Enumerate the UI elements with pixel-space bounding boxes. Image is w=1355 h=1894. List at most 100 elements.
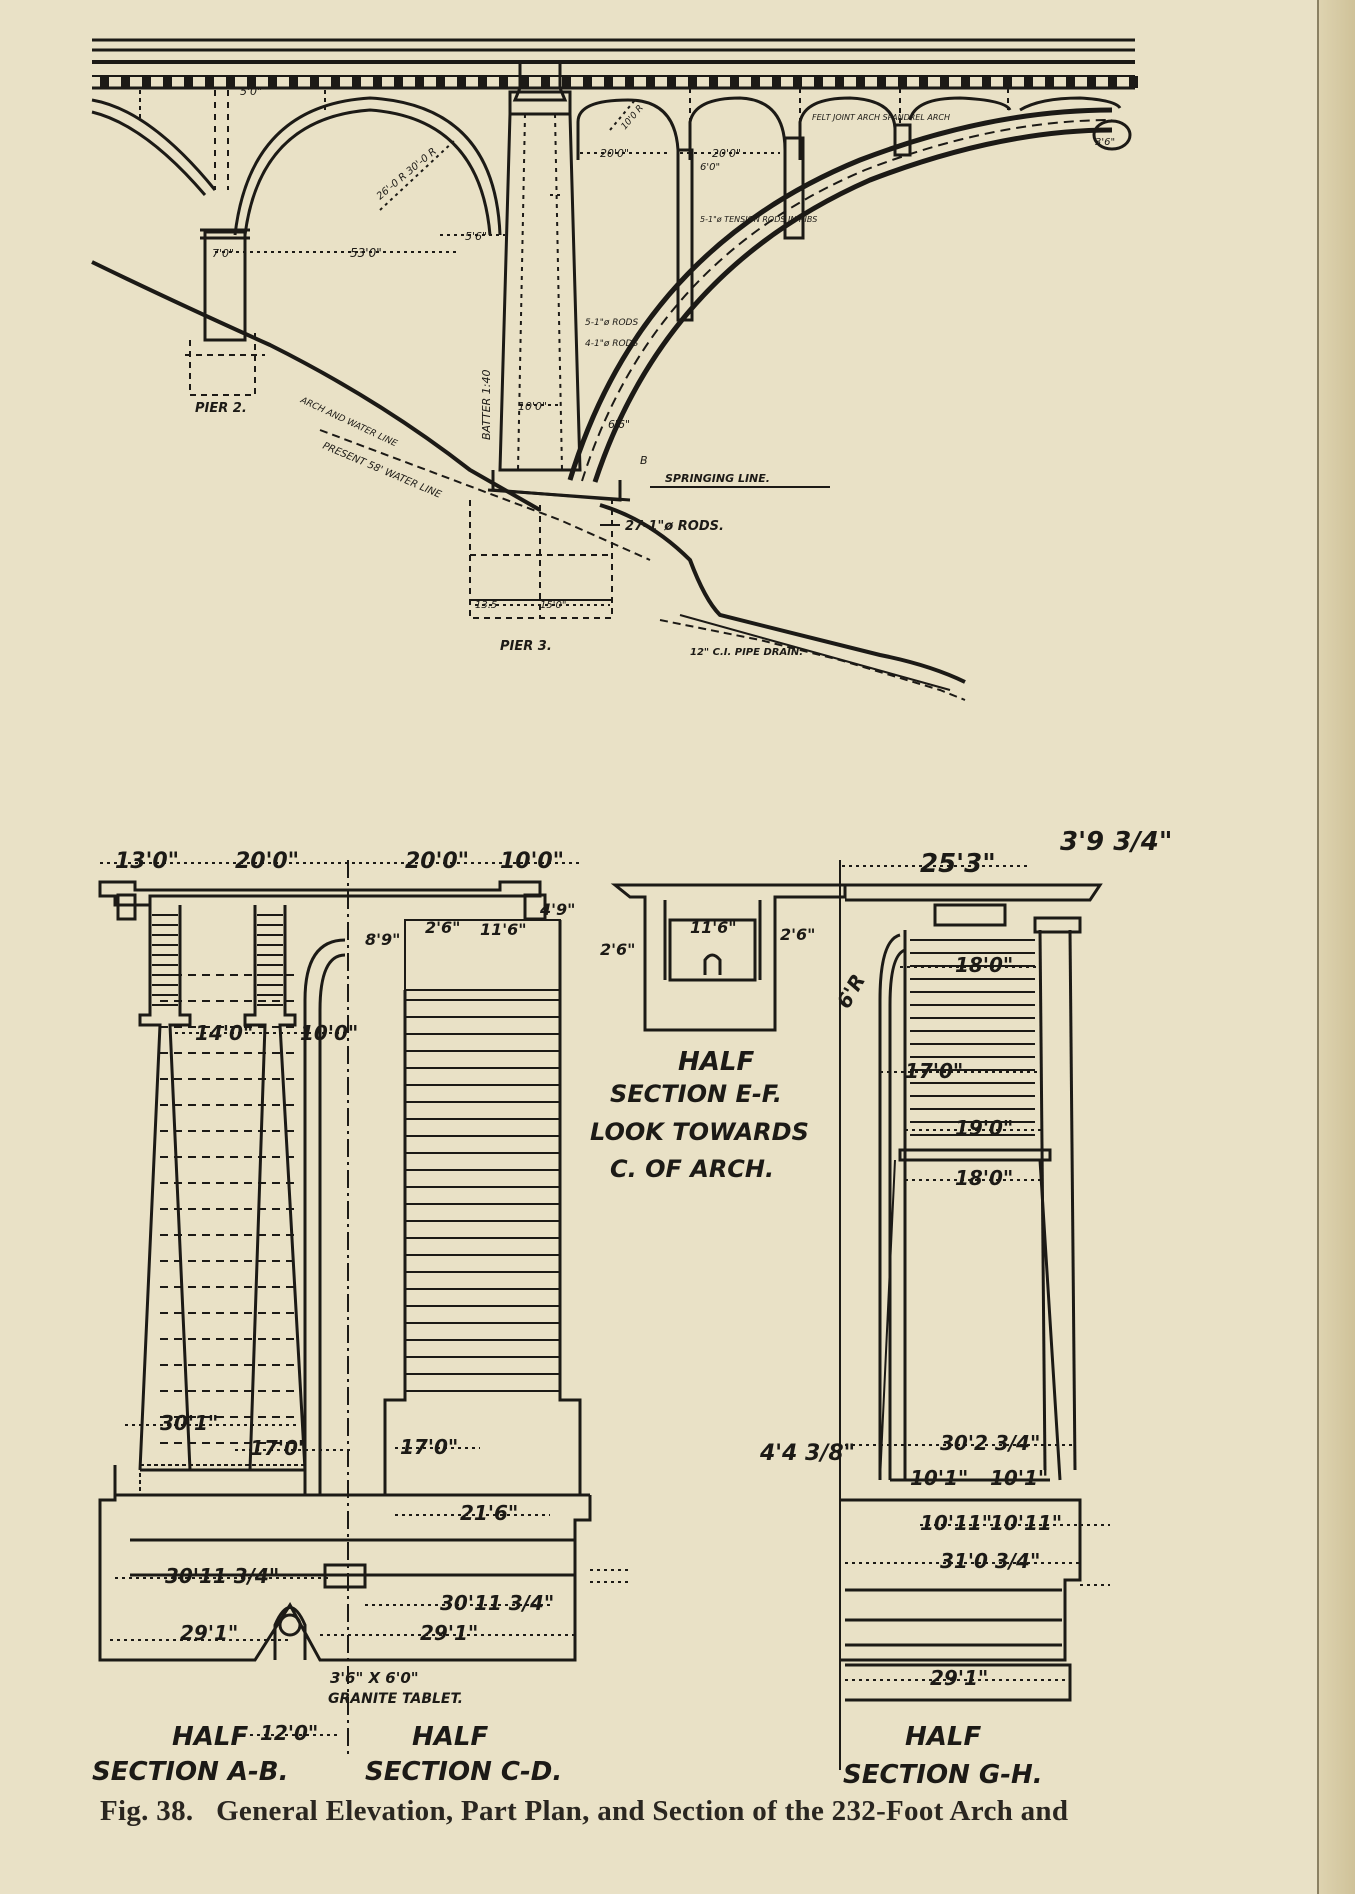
deck-parapet (92, 38, 1135, 90)
top-dim-left: 20'0" (405, 849, 469, 874)
ef-dim: 8'9" (365, 930, 401, 949)
ef-dim: 4'9" (539, 900, 576, 919)
dentil (919, 76, 928, 88)
dentil (121, 76, 130, 88)
cornice-dentils (100, 76, 1138, 88)
half-cd-2: SECTION C-D. (365, 1757, 562, 1787)
top-dim-right: 3'9 3/4" (1060, 827, 1172, 857)
ef-dim: 2'6" (425, 918, 461, 937)
dentil (100, 76, 109, 88)
dentil (415, 76, 424, 88)
inner-dim: 17'0" (905, 1059, 963, 1083)
right-lower-dim: 10'11" (920, 1511, 992, 1535)
ef-dim: 2'6" (600, 940, 636, 959)
dentil (520, 76, 529, 88)
dim-10: 10'0" (518, 400, 547, 413)
inner-dim: 18'0" (955, 1166, 1013, 1190)
pier2-label: PIER 2. (195, 401, 247, 416)
dentil (247, 76, 256, 88)
rods-a-label: 5-1"ø RODS (585, 318, 638, 328)
dentil (457, 76, 466, 88)
dentil (142, 76, 151, 88)
lower-dim: 30'11 3/4" (165, 1564, 279, 1588)
top-dim-left: 20'0" (235, 849, 299, 874)
dim-135: 13.5 (475, 600, 497, 611)
dim-6: 6'0" (700, 162, 720, 173)
dashed-courses (160, 974, 300, 1444)
half-cd-1: HALF (412, 1722, 488, 1752)
inner-dim: 6'R (832, 970, 871, 1013)
section-ab-cd (98, 860, 592, 1755)
dentil (709, 76, 718, 88)
dentil (205, 76, 214, 88)
dentil (1003, 76, 1012, 88)
dentil (730, 76, 739, 88)
lower-dim: 30'1" (160, 1411, 218, 1435)
inner-dim: 14'0" (195, 1021, 253, 1045)
dentil (1129, 76, 1138, 88)
dentil (667, 76, 676, 88)
dentil (331, 76, 340, 88)
dim-5-6: 5'6" (465, 230, 487, 243)
ground-line (91, 260, 541, 512)
dentil (772, 76, 781, 88)
book-edge (1317, 0, 1355, 1894)
masonry-courses (405, 999, 560, 1392)
dentil (982, 76, 991, 88)
rods-27-label: 27-1"ø RODS. (625, 519, 724, 534)
half-ab-2: SECTION A-B. (92, 1757, 289, 1787)
dentil (751, 76, 760, 88)
dentil (436, 76, 445, 88)
dentil (163, 76, 172, 88)
dentil (499, 76, 508, 88)
lower-dim: 17'0" (400, 1435, 458, 1459)
lower-dim: 30'11 3/4" (440, 1591, 554, 1615)
section-gh (839, 860, 1103, 1770)
dim-10r: 10'0 R (620, 103, 646, 131)
dentil (1108, 76, 1117, 88)
dim-5ft: 5'0" (240, 85, 262, 98)
section-ef (610, 883, 847, 1032)
half-ef-4: C. OF ARCH. (610, 1155, 774, 1183)
dentil (835, 76, 844, 88)
right-lower-dim: 10'11" (990, 1511, 1062, 1535)
dim-radius: 26'-0 R 30'-0 R (375, 146, 439, 202)
dentil (604, 76, 613, 88)
top-dim-left: 13'0" (115, 849, 179, 874)
right-lower-dim: 29'1" (930, 1666, 988, 1690)
dentil (1045, 76, 1054, 88)
bridge-elevation: PIER 2. PIER 3. SPRINGING LINE. 27-1"ø R… (91, 38, 1138, 701)
figure-caption: Fig. 38. General Elevation, Part Plan, a… (100, 1795, 1320, 1828)
dentil (688, 76, 697, 88)
pipe-drain-label: 12" C.I. PIPE DRAIN. (690, 647, 803, 658)
lower-dim: 17'0" (250, 1436, 308, 1460)
dentil (268, 76, 277, 88)
inner-dim: 19'0" (955, 1116, 1013, 1140)
dentil (646, 76, 655, 88)
right-lower-dim: 31'0 3/4" (940, 1549, 1040, 1573)
springing-line-label: SPRINGING LINE. (665, 472, 770, 485)
top-dim-left: 10'0" (500, 849, 564, 874)
dentil (541, 76, 550, 88)
rods-b-label: 4-1"ø RODS (585, 339, 638, 349)
main-arch-rib (567, 107, 1132, 483)
dim-36: 3'6" (1095, 137, 1115, 148)
inner-dim: 10'0" (300, 1021, 358, 1045)
half-ef-2: SECTION E-F. (610, 1080, 782, 1108)
half-ab-1: HALF (172, 1722, 248, 1752)
dentil (184, 76, 193, 88)
lower-dim: 29'1" (180, 1621, 238, 1645)
dim-b: B (640, 454, 648, 467)
figure-caption-text: General Elevation, Part Plan, and Sectio… (216, 1795, 1069, 1827)
half-gh-2: SECTION G-H. (843, 1760, 1043, 1790)
main-pier (469, 62, 631, 619)
dentil (961, 76, 970, 88)
dentil (1066, 76, 1075, 88)
dentil (1024, 76, 1033, 88)
half-ef-3: LOOK TOWARDS (590, 1118, 809, 1146)
ef-dim: 11'6" (690, 918, 737, 937)
dentil (289, 76, 298, 88)
dim-150: 15'0" (540, 600, 566, 611)
tablet-label: GRANITE TABLET. (328, 1691, 463, 1707)
